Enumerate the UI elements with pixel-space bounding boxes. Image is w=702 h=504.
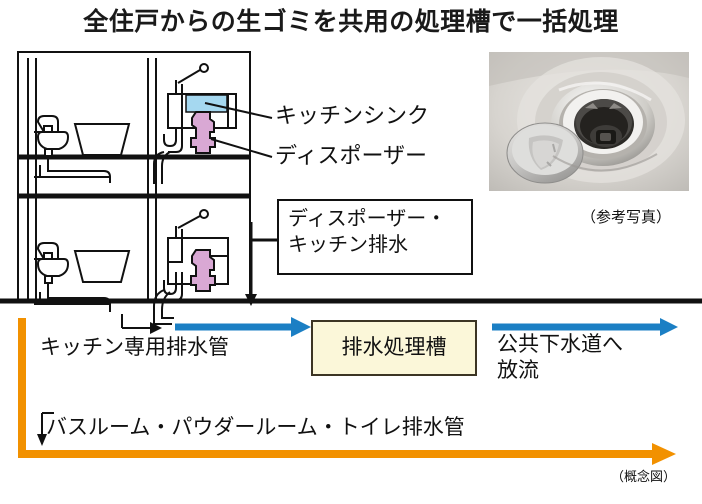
disposer-cap-icon (506, 122, 584, 184)
down-arrow-icon-2 (37, 434, 47, 446)
label-disposer: ディスポーザー (275, 143, 428, 168)
page-title: 全住戸からの生ゴミを共用の処理槽で一括処理 (83, 8, 619, 36)
blue-flow-arrow-1 (175, 317, 311, 337)
disposer-unit-icon (190, 111, 216, 154)
lower-kitchen-branch (153, 289, 174, 325)
treatment-tank-box: 排水処理槽 (311, 320, 477, 376)
lower-floor-drain-lines (34, 284, 111, 312)
label-public-sewer: 公共下水道へ 放流 (497, 332, 623, 383)
toilet-icon (34, 115, 70, 157)
bathtub-icon-lower (73, 250, 131, 283)
callout-disposer-kitchen-drain: ディスポーザー・ キッチン排水 (277, 199, 473, 275)
sink-drain-trap (163, 128, 183, 153)
upper-floor-fixtures (34, 63, 237, 184)
callout-line-1: ディスポーザー・ (288, 208, 447, 230)
upper-kitchen-branch (153, 151, 171, 184)
treatment-tank-label: 排水処理槽 (341, 335, 447, 359)
callout-connector (249, 222, 277, 298)
photo-caption: （参考写真） (581, 209, 672, 226)
label-bathroom-drain-pipe: バスルーム・パウダールーム・トイレ排水管 (46, 416, 465, 439)
vertical-riser-pipes (27, 58, 157, 300)
sewer-line-1: 公共下水道へ (497, 333, 623, 356)
right-arrow-icon-small (150, 322, 162, 334)
faucet-icon-lower (175, 209, 209, 238)
reference-photo (489, 52, 689, 191)
disposer-unit-icon-lower (190, 249, 216, 292)
bathroom-pipe-drop-arrow (41, 412, 54, 437)
callout-line-2: キッチン排水 (288, 233, 408, 256)
floor-slabs (18, 154, 250, 199)
faucet-icon (175, 63, 209, 94)
right-arrow-icon-orange (652, 443, 676, 465)
bathtub-icon (73, 123, 131, 156)
blue-flow-arrow-2 (492, 318, 678, 336)
label-kitchen-drain-pipe: キッチン専用排水管 (40, 336, 229, 359)
lower-floor-fixtures (34, 209, 229, 325)
label-kitchen-sink: キッチンシンク (275, 103, 430, 128)
orange-drain-pipe (18, 318, 658, 458)
sewer-line-2: 放流 (497, 358, 539, 382)
leader-lines (204, 102, 273, 158)
diagram-note: （概念図） (611, 469, 677, 484)
upper-floor-drain-lines (34, 157, 111, 183)
toilet-icon-lower (34, 242, 70, 284)
